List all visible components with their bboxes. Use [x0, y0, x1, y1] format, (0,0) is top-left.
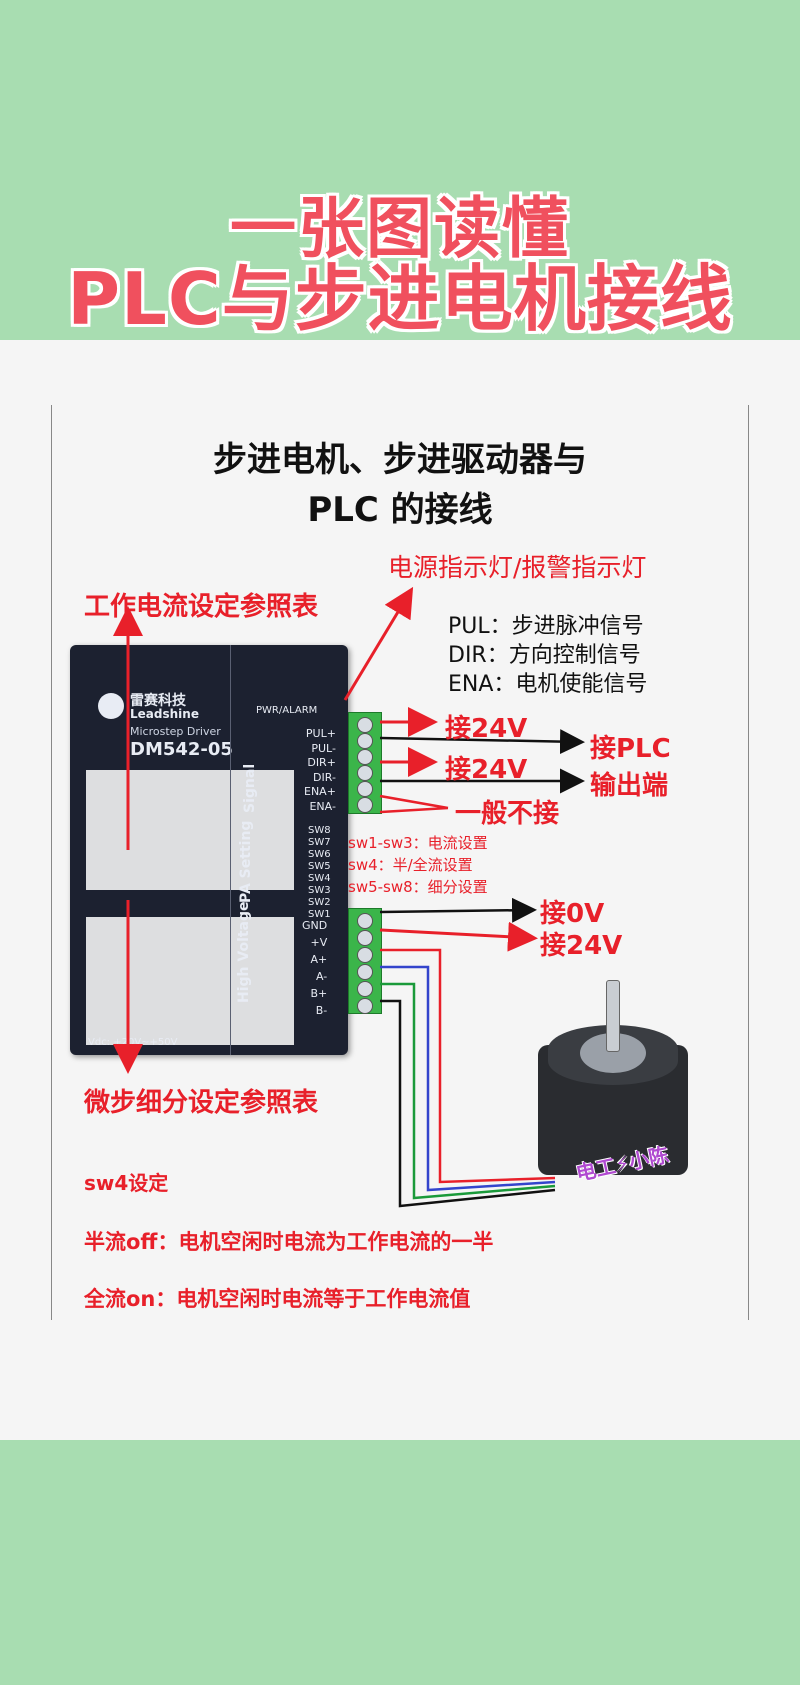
sw-note-3: sw5-sw8：细分设置 [348, 878, 488, 896]
wire-a-plus [380, 948, 556, 1184]
driver-brand: 雷赛科技 [130, 693, 186, 709]
diagram-title-line1: 步进电机、步进驱动器与 [213, 440, 587, 480]
signal-pin-labels: PUL+ PUL- DIR+ DIR- ENA+ ENA- [304, 727, 336, 813]
microstep-table-label: 微步细分设定参照表 [84, 1088, 319, 1118]
bottom-banner [0, 1440, 800, 1685]
headline-line1: 一张图读懂 [230, 190, 570, 267]
wire-b-plus [380, 982, 556, 1200]
connect-0v-label: 接0V [540, 899, 605, 929]
top-banner [0, 0, 800, 340]
switch-pin-labels: SW8 SW7 SW6 SW5 SW4 SW3 SW2 SW1 [308, 825, 331, 920]
power-led-label: 电源指示灯/报警指示灯 [388, 553, 647, 582]
full-current-note: 全流on：电机空闲时电流等于工作电流值 [84, 1287, 471, 1311]
vdc-label: Vdc: +20V~+50V [88, 1037, 178, 1048]
right-border [748, 405, 749, 1320]
pul-minus-arrow [379, 729, 585, 755]
stepper-driver: 雷赛科技 Leadshine Microstep Driver DM542-05… [70, 645, 348, 1055]
current-table [86, 770, 294, 890]
power-led-arrow [343, 586, 414, 701]
motor-shaft [606, 980, 620, 1052]
connect-24v-label-2: 接24V [445, 755, 528, 785]
wire-a-minus [380, 965, 556, 1192]
sw-note-1: sw1-sw3：电流设置 [348, 834, 488, 852]
connect-24v-label-3: 接24V [540, 931, 623, 961]
legend-pul: PUL：步进脉冲信号 [448, 614, 644, 639]
headline-line2: PLC与步进电机接线 [67, 257, 733, 341]
driver-model: DM542-05 [130, 739, 233, 760]
sw4-title: sw4设定 [84, 1171, 169, 1195]
pwr-alarm-label: PWR/ALARM [256, 705, 318, 716]
driver-subtitle: Microstep Driver [130, 725, 221, 738]
ena-lines [379, 794, 449, 814]
diagram-title-line2: PLC 的接线 [307, 490, 493, 530]
not-connected-label: 一般不接 [455, 799, 560, 829]
connect-24v-label-1: 接24V [445, 714, 528, 744]
power-terminal-block [348, 908, 382, 1014]
half-current-note: 半流off：电机空闲时电流为工作电流的一半 [84, 1230, 494, 1254]
sw-note-2: sw4：半/全流设置 [348, 856, 473, 874]
stepper-motor [538, 980, 688, 1180]
vplus-arrow [379, 921, 538, 952]
legend-ena: ENA：电机使能信号 [448, 672, 648, 697]
brand-logo [98, 693, 124, 719]
signal-terminal-block [348, 712, 382, 814]
wire-b-minus [380, 999, 556, 1208]
power-pin-labels: GND +V A+ A- B+ B- [302, 919, 328, 1017]
driver-brand-en: Leadshine [130, 707, 199, 721]
microstep-table [86, 917, 294, 1045]
legend-dir: DIR：方向控制信号 [448, 643, 641, 668]
gnd-arrow [379, 897, 537, 923]
left-border [51, 405, 52, 1320]
connect-plc-label: 接PLC [590, 734, 671, 764]
plc-output-label: 输出端 [590, 771, 669, 801]
